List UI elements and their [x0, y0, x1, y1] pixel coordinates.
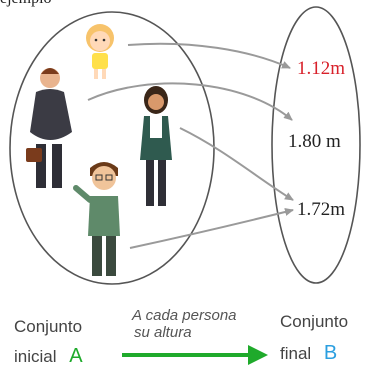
- set-b-label-line2: final: [280, 344, 312, 363]
- mapping-label-line2: su altura: [134, 324, 192, 341]
- boy-figure: [73, 162, 120, 276]
- set-b-ellipse: [271, 6, 361, 284]
- set-a-letter: A: [69, 345, 83, 367]
- set-a-label: inicial A: [14, 345, 83, 368]
- set-b-label-line1: Conjunto: [280, 312, 349, 331]
- set-b-label: final B: [280, 342, 337, 365]
- mapping-arrow-businessman: [87, 82, 293, 121]
- mapping-arrow-boy: [129, 208, 294, 249]
- set-a-label-line2: inicial: [14, 347, 57, 366]
- value-1: 1.12m: [297, 58, 346, 79]
- mapping-label: A cada persona su altura: [132, 307, 237, 341]
- woman-figure: [140, 86, 172, 206]
- mapping-arrow: [122, 345, 268, 365]
- value-2: 1.80 m: [288, 131, 341, 152]
- set-b-letter: B: [323, 342, 338, 364]
- mapping-arrow-woman: [179, 127, 294, 201]
- girl-figure: [86, 24, 114, 79]
- businessman-figure: [26, 68, 72, 188]
- mapping-label-line1: A cada persona: [132, 307, 237, 324]
- set-a-label-line1: Conjunto: [14, 317, 83, 336]
- top-caption: ejemplo: [0, 0, 52, 8]
- mapping-arrow-girl: [127, 42, 291, 69]
- value-3: 1.72m: [297, 199, 346, 220]
